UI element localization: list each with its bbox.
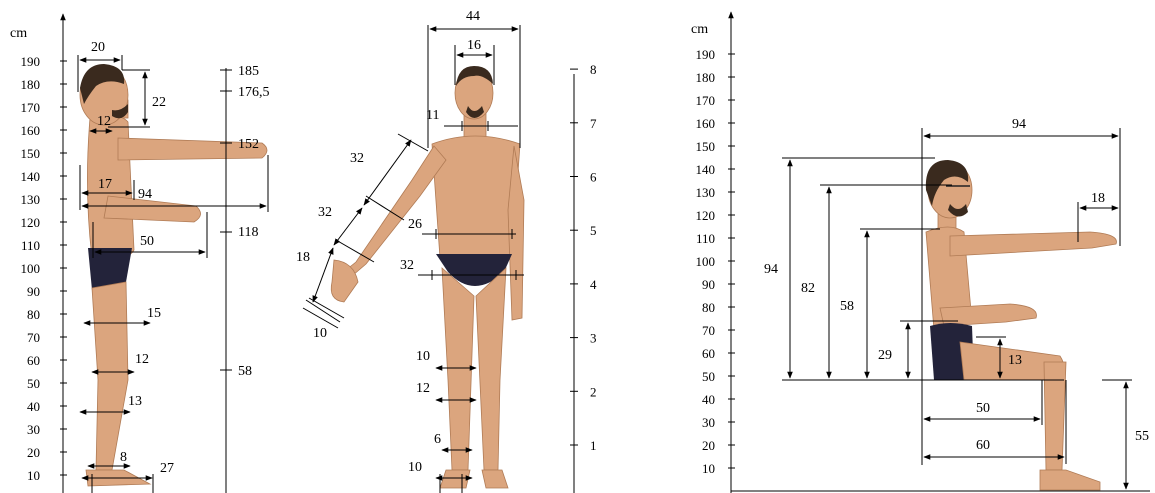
height-scale-right-tick-label-170: 170 [696,93,716,108]
forward-reach-label: 94 [1012,117,1026,132]
module-scale-tick-label-3: 3 [590,331,597,346]
height-scale-left-tick-label-30: 30 [27,422,40,437]
elbow-height-label: 29 [878,348,892,363]
seat-height-label: 55 [1135,429,1149,444]
head-width-label: 16 [467,38,481,53]
waist-width-label: 26 [408,217,422,232]
neck-depth-label: 12 [97,114,111,129]
side-view-panel: cm 1020304050607080901001101201301401501… [10,14,270,493]
height-scale-left-tick-label-40: 40 [27,399,40,414]
height-scale-left-tick-label-50: 50 [27,376,40,391]
buttock-popliteal-label: 60 [976,438,990,453]
seated-figure [926,160,1117,490]
knee-depth-label: 12 [135,352,149,367]
forearm-label: 32 [318,205,332,220]
height-scale-left-tick-label-100: 100 [21,261,41,276]
height-scale-right-tick-label-60: 60 [702,346,715,361]
height-scale-right-tick-label-130: 130 [696,185,716,200]
knee-width-label: 10 [416,349,430,364]
height-scale-left: 10 20 30 40 50 60 70 80 90 100 110 120 130 140 150 160 1… [21,54,68,483]
module-scale-tick-label-5: 5 [590,223,597,238]
forearm-reach-label: 50 [140,234,154,249]
unit-label-right: cm [691,22,708,37]
neck-width-label: 11 [426,108,439,123]
height-scale-left-tick-label-110: 110 [21,238,40,253]
height-scale-left-tick-label-190: 190 [21,54,41,69]
mark-118: 118 [238,225,258,240]
height-scale-right-tick-label-140: 140 [696,162,716,177]
upper-arm-label: 32 [350,151,364,166]
height-scale-right: 10 20 30 40 50 60 70 80 90 100 110 120 130 140 150 160 1… [696,47,736,476]
height-scale-left-tick-label-130: 130 [21,192,41,207]
head-height-label: 22 [152,95,166,110]
hand-dim [313,248,333,302]
height-scale-left-tick-label-180: 180 [21,77,41,92]
module-scale-tick-label-8: 8 [590,62,597,77]
arm-reach-label: 94 [138,187,152,202]
height-scale-right-tick-label-40: 40 [702,392,715,407]
height-scale-right-tick-label-150: 150 [696,139,716,154]
hand-label: 18 [296,250,310,265]
height-scale-left-tick-label-20: 20 [27,445,40,460]
calf-depth-label: 13 [128,394,142,409]
thigh-depth-label: 15 [147,306,161,321]
calf-width-label: 12 [416,381,430,396]
seated-view-panel: cm 1020304050607080901001101201301401501… [691,12,1150,493]
forearm-dim [334,208,362,245]
height-scale-left-tick-label-170: 170 [21,100,41,115]
height-scale-right-tick-label-30: 30 [702,415,715,430]
hand-length-label: 18 [1091,191,1105,206]
height-scale-right-tick-label-180: 180 [696,70,716,85]
foot-length-label: 27 [160,461,174,476]
buttock-knee-label: 50 [976,401,990,416]
module-scale-tick-label-7: 7 [590,116,597,131]
height-scale-left-tick-label-70: 70 [27,330,40,345]
height-scale-left-tick-label-10: 10 [27,468,40,483]
height-scale-left-tick-label-150: 150 [21,146,41,161]
unit-label-left: cm [10,26,27,41]
mark-176-5: 176,5 [238,85,270,100]
mark-185: 185 [238,64,259,79]
sitting-height-label: 94 [764,262,778,277]
mark-58: 58 [238,364,252,379]
module-scale-tick-label-6: 6 [590,170,597,185]
foot-width-label: 10 [408,460,422,475]
hand-width-label: 10 [313,326,327,341]
ankle-depth-label: 8 [120,450,127,465]
height-scale-right-tick-label-100: 100 [696,254,716,269]
module-scale-tick-label-1: 1 [590,438,597,453]
shoulder-height-label: 58 [840,299,854,314]
elbow-span-label: 44 [466,9,480,24]
height-scale-right-tick-label-90: 90 [702,277,715,292]
mark-152: 152 [238,137,259,152]
height-scale-left-tick-label-60: 60 [27,353,40,368]
module-scale-tick-label-2: 2 [590,384,597,399]
head-depth-label: 20 [91,40,105,55]
height-scale-right-tick-label-120: 120 [696,208,716,223]
height-scale-right-tick-label-70: 70 [702,323,715,338]
height-scale-right-tick-label-50: 50 [702,369,715,384]
height-scale-left-tick-label-80: 80 [27,307,40,322]
height-scale-right-tick-label-190: 190 [696,47,716,62]
height-scale-left-tick-label-120: 120 [21,215,41,230]
height-scale-left-tick-label-90: 90 [27,284,40,299]
module-scale-tick-label-4: 4 [590,277,597,292]
hip-width-label: 32 [400,258,414,273]
height-scale-left-tick-label-160: 160 [21,123,41,138]
height-scale-right-tick-label-10: 10 [702,461,715,476]
height-scale-right-tick-label-20: 20 [702,438,715,453]
thigh-clearance-label: 13 [1008,353,1022,368]
height-scale-right-tick-label-80: 80 [702,300,715,315]
ankle-width-label: 6 [434,432,441,447]
height-scale-left-tick-label-140: 140 [21,169,41,184]
height-scale-right-tick-label-110: 110 [696,231,715,246]
height-scale-right-tick-label-160: 160 [696,116,716,131]
eye-height-label: 82 [801,281,815,296]
chest-depth-label: 17 [98,177,112,192]
